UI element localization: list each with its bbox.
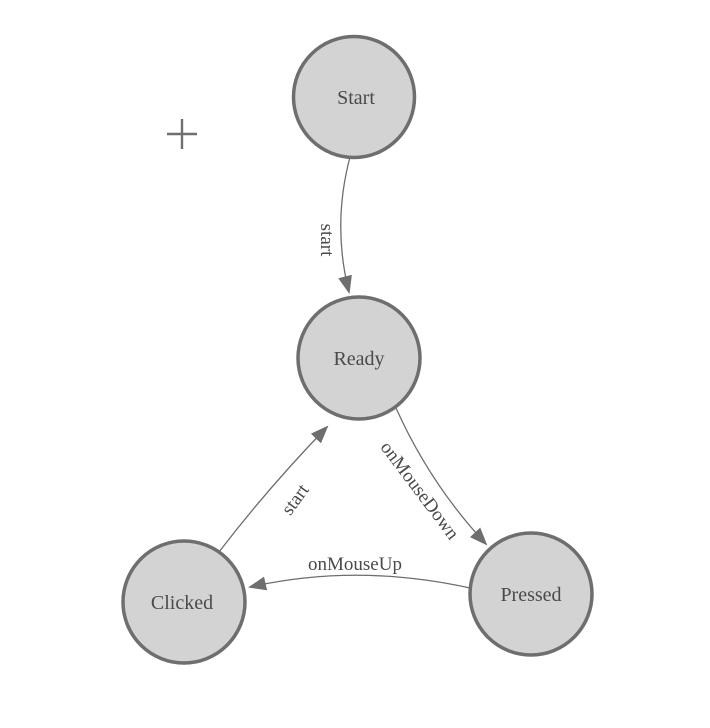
transition-label: start — [316, 224, 337, 257]
transition-path[interactable] — [338, 156, 352, 294]
transition-pressed-to-clicked[interactable]: onMouseUp — [248, 554, 471, 591]
transition-label: start — [277, 480, 314, 519]
transition-path[interactable] — [248, 574, 471, 591]
state-node-start[interactable]: Start — [291, 34, 417, 160]
state-label: Clicked — [151, 592, 213, 614]
state-label: Ready — [333, 348, 384, 370]
state-label: Start — [337, 87, 375, 109]
transition-label: onMouseUp — [308, 554, 402, 575]
state-circle[interactable] — [291, 34, 417, 160]
state-node-ready[interactable]: Ready — [296, 295, 422, 421]
state-circle[interactable] — [121, 539, 247, 665]
transition-path[interactable] — [218, 425, 329, 553]
transition-start-to-ready[interactable]: start — [316, 156, 352, 294]
state-circle[interactable] — [468, 531, 594, 657]
state-circle[interactable] — [296, 295, 422, 421]
transition-clicked-to-ready[interactable]: start — [218, 425, 329, 553]
plus-crosshair-icon[interactable] — [167, 119, 197, 149]
transition-path[interactable] — [395, 407, 488, 546]
state-node-clicked[interactable]: Clicked — [121, 539, 247, 665]
state-label: Pressed — [500, 584, 561, 606]
state-node-pressed[interactable]: Pressed — [468, 531, 594, 657]
transition-ready-to-pressed[interactable]: onMouseDown — [376, 407, 488, 546]
